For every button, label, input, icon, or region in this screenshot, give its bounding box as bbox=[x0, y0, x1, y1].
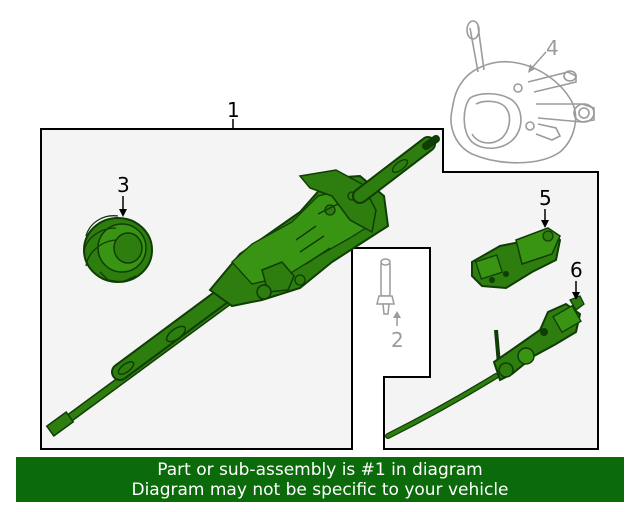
banner-line-2: Diagram may not be specific to your vehi… bbox=[131, 480, 509, 500]
part-3-clock-spring[interactable] bbox=[83, 215, 153, 283]
assembly-frame bbox=[40, 128, 599, 450]
banner-line-1: Part or sub-assembly is #1 in diagram bbox=[157, 460, 483, 480]
callout-4: 4 bbox=[546, 36, 559, 60]
part-5-adjust-motor[interactable] bbox=[471, 227, 562, 290]
leader-4-arrow bbox=[528, 64, 535, 73]
callout-1: 1 bbox=[227, 98, 240, 122]
leader-5-arrow bbox=[541, 220, 549, 228]
part-1-steering-column[interactable] bbox=[45, 135, 440, 437]
callout-6: 6 bbox=[570, 258, 583, 282]
leader-3-arrow bbox=[119, 209, 127, 217]
callout-2: 2 bbox=[391, 328, 404, 352]
disclaimer-banner: Part or sub-assembly is #1 in diagram Di… bbox=[16, 457, 624, 502]
part-2-bolt[interactable] bbox=[376, 258, 395, 315]
part-4-combination-switch[interactable] bbox=[450, 20, 595, 164]
callout-5: 5 bbox=[539, 186, 552, 210]
callout-3: 3 bbox=[117, 173, 130, 197]
part-6-release-cable[interactable] bbox=[385, 295, 585, 439]
leader-6-arrow bbox=[572, 292, 580, 300]
parts-diagram: 4 1 3 bbox=[40, 20, 599, 450]
leader-2-arrow bbox=[393, 311, 401, 318]
